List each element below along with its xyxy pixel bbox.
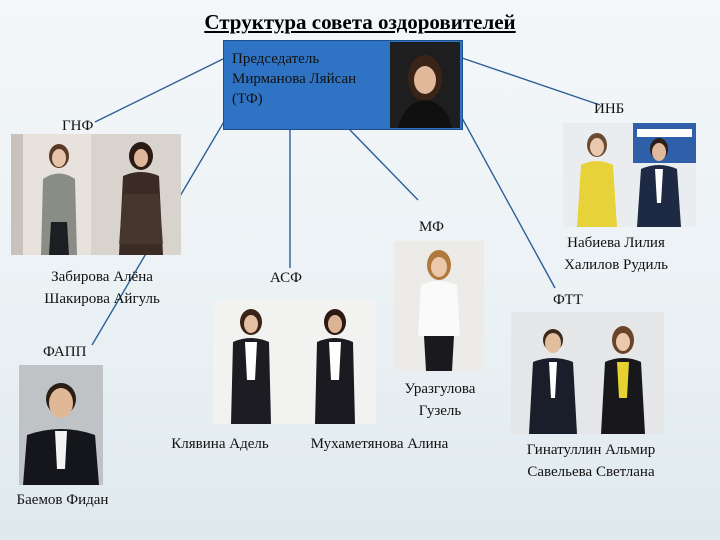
gnf-names: Забирова Алёна Шакирова Айгуль	[22, 266, 182, 310]
connector-inb	[462, 58, 600, 105]
asf-label: АСФ	[270, 270, 302, 287]
inb-names: Набиева Лилия Халилов Рудиль	[536, 232, 696, 276]
asf-photo	[213, 300, 376, 424]
ftt-names: Гинатуллин Альмир Савельева Светлана	[508, 439, 674, 483]
mf-names: Уразгулова Гузель	[380, 378, 500, 422]
connector-mf	[350, 130, 418, 200]
inb-label: ИНБ	[594, 101, 624, 118]
ftt-label: ФТТ	[553, 292, 583, 309]
asf-name-1: Клявина Адель	[150, 433, 290, 455]
chair-photo	[390, 42, 460, 128]
inb-photo	[563, 123, 696, 227]
fapp-names: Баемов Фидан	[0, 489, 125, 511]
mf-label: МФ	[419, 219, 444, 236]
ftt-photo	[511, 312, 664, 434]
gnf-photo	[11, 134, 181, 255]
chair-portrait-icon	[390, 42, 460, 128]
mf-photo	[394, 241, 484, 371]
asf-name-2: Мухаметянова Алина	[292, 433, 467, 455]
fapp-photo	[19, 365, 103, 485]
gnf-label: ГНФ	[62, 118, 93, 135]
fapp-label: ФАПП	[43, 344, 86, 361]
chair-text: Председатель Мирманова Ляйсан (ТФ)	[232, 49, 382, 109]
connector-gnf	[95, 58, 225, 122]
chair-box: Председатель Мирманова Ляйсан (ТФ)	[223, 40, 463, 130]
